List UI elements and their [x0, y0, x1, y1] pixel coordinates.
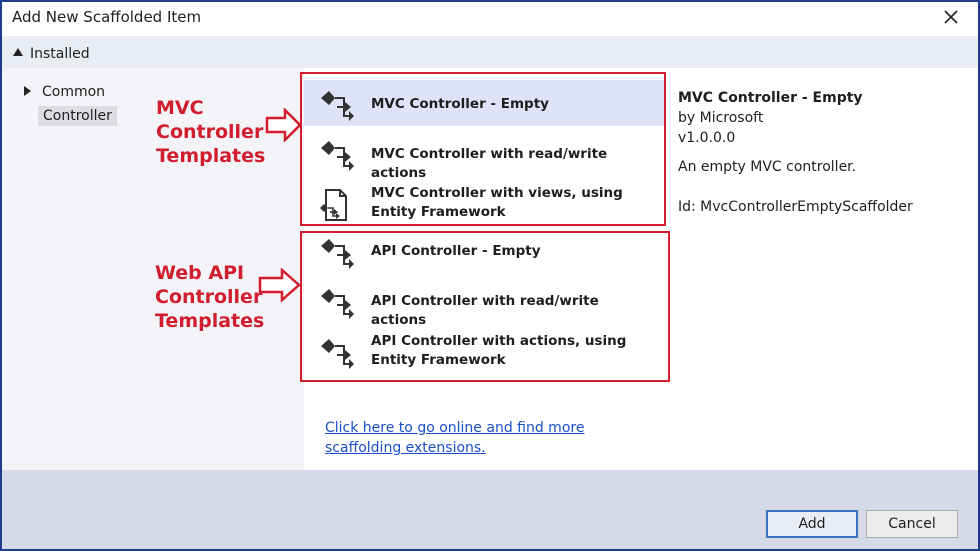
- details-pane: [664, 68, 978, 470]
- template-item-api-read-write[interactable]: API Controller with read/write actions: [304, 278, 664, 328]
- details-title: MVC Controller - Empty: [678, 90, 863, 106]
- mvc-templates-highlight: [300, 72, 666, 226]
- arrow-right-icon: [258, 268, 301, 302]
- expand-arrow-icon[interactable]: [24, 86, 31, 96]
- template-item-label: MVC Controller with read/write actions: [371, 146, 608, 181]
- template-item-mvc-views-ef[interactable]: MVC Controller with views, using Entity …: [304, 180, 664, 226]
- template-item-label: MVC Controller with views, using Entity …: [371, 185, 623, 220]
- category-tree: [2, 68, 304, 470]
- annotation-line: Controller: [156, 121, 264, 143]
- template-item-api-empty[interactable]: API Controller - Empty: [304, 228, 664, 274]
- template-item-label: API Controller with read/write actions: [371, 293, 599, 328]
- annotation-line: Controller: [155, 286, 263, 308]
- details-id: Id: MvcControllerEmptyScaffolder: [678, 199, 913, 215]
- details-description: An empty MVC controller.: [678, 159, 857, 175]
- tree-item-controller[interactable]: Controller: [38, 106, 117, 126]
- template-item-label: MVC Controller - Empty: [371, 96, 549, 112]
- template-item-mvc-read-write[interactable]: MVC Controller with read/write actions: [304, 130, 664, 181]
- template-item-label: API Controller - Empty: [371, 243, 541, 259]
- details-author: by Microsoft: [678, 110, 764, 126]
- details-version: v1.0.0.0: [678, 130, 736, 146]
- annotation-line: MVC: [156, 97, 204, 119]
- template-list: [304, 68, 664, 470]
- template-item-mvc-empty[interactable]: MVC Controller - Empty: [304, 80, 664, 126]
- annotation-line: Templates: [155, 310, 265, 332]
- tree-item-common[interactable]: Common: [42, 84, 106, 100]
- collapse-triangle-icon[interactable]: [13, 48, 23, 56]
- installed-header[interactable]: Installed: [2, 36, 978, 68]
- window-title: Add New Scaffolded Item: [12, 8, 202, 26]
- installed-label: Installed: [30, 46, 90, 62]
- close-icon[interactable]: [940, 6, 962, 28]
- cancel-button[interactable]: Cancel: [866, 510, 958, 538]
- annotation-line: Templates: [156, 145, 266, 167]
- template-item-label: API Controller with actions, using Entit…: [371, 333, 627, 368]
- annotation-line: Web API: [155, 262, 245, 284]
- api-annotation: Web API Controller Templates: [155, 261, 264, 333]
- api-templates-highlight: [300, 231, 670, 382]
- title-bar: Add New Scaffolded Item: [2, 2, 978, 36]
- online-extensions-link[interactable]: Click here to go online and find more sc…: [325, 420, 585, 456]
- add-button[interactable]: Add: [766, 510, 858, 538]
- template-item-api-actions-ef[interactable]: API Controller with actions, using Entit…: [304, 328, 664, 374]
- arrow-right-icon: [265, 108, 302, 142]
- mvc-annotation: MVC Controller Templates: [156, 96, 265, 168]
